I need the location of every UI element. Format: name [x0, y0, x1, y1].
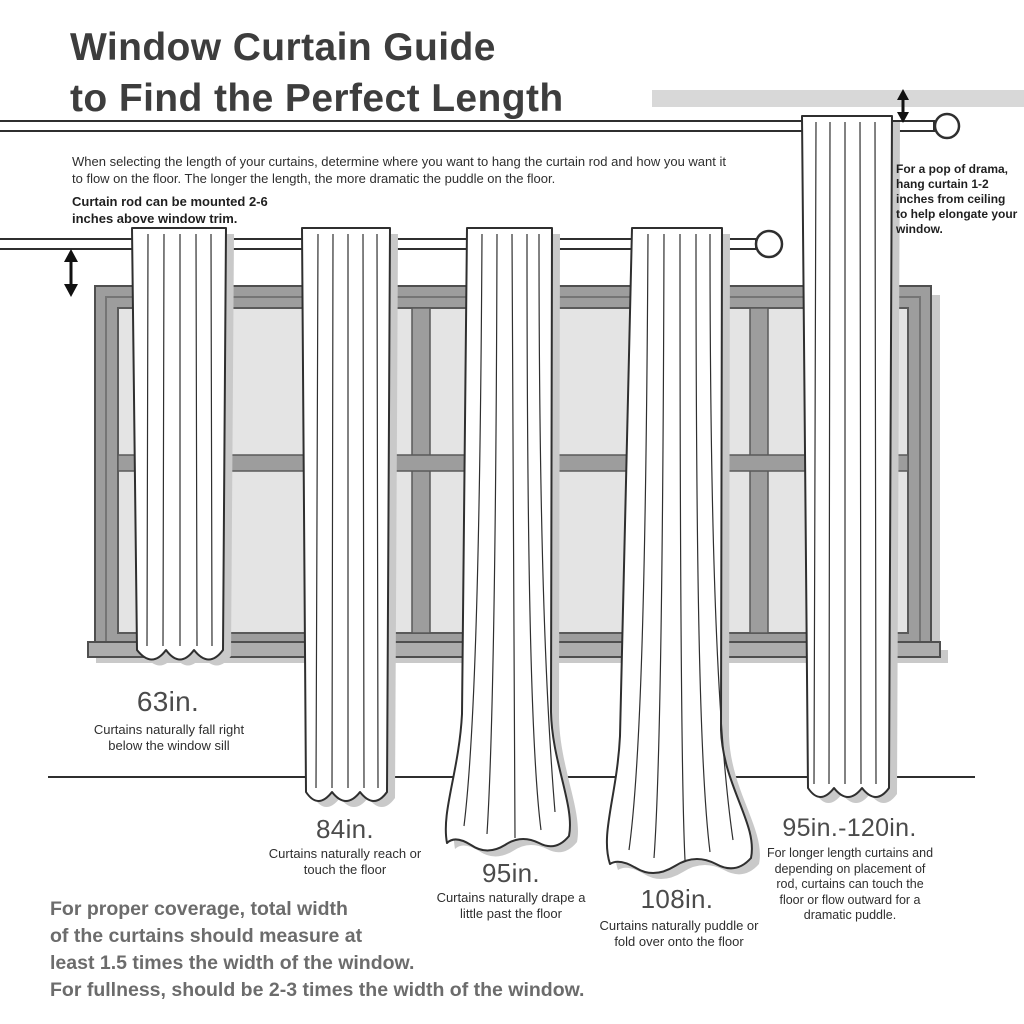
curtain-95in [444, 227, 578, 857]
length-desc-95in: Curtains naturally drape a little past t… [436, 890, 586, 921]
ceiling-gap-arrow-icon [897, 89, 909, 123]
length-desc-63in: Curtains naturally fall right below the … [93, 722, 245, 753]
ceiling-bar [652, 90, 1024, 107]
rod-finial [933, 112, 961, 140]
page-title-line2: to Find the Perfect Length [70, 77, 564, 120]
footer-line: of the curtains should measure at [50, 925, 363, 947]
length-desc-84in: Curtains naturally reach or touch the fl… [268, 846, 422, 877]
length-label-108in: 108in. [640, 884, 714, 914]
curtain-fold-lines [315, 233, 379, 789]
footer-line: For fullness, should be 2-3 times the wi… [50, 979, 585, 1001]
page-title-line1: Window Curtain Guide [70, 26, 496, 69]
curtain-fold-lines [813, 121, 877, 785]
rod-height-arrow-icon [64, 249, 78, 297]
curtain-108in [605, 227, 760, 880]
intro-paragraph: When selecting the length of your curtai… [72, 154, 726, 186]
length-desc-95-120in: For longer length curtains and depending… [766, 846, 934, 922]
curtain-95-120in [801, 115, 900, 803]
curtain-63in [131, 227, 234, 666]
page-title: Window Curtain Guide to Find the Perfect… [70, 22, 710, 124]
curtain-fold-lines [628, 233, 734, 861]
ceiling-curtain-rod [0, 112, 961, 140]
width-advice-paragraph: For proper coverage, total width of the … [50, 896, 700, 1004]
length-label-63in: 63in. [136, 686, 200, 717]
length-label-84in: 84in. [316, 814, 374, 844]
curtain-84in [301, 227, 398, 807]
ceiling-drama-note: For a pop of drama, hang curtain 1-2 inc… [896, 162, 1018, 236]
footer-line: For proper coverage, total width [50, 898, 348, 920]
footer-line: least 1.5 times the width of the window. [50, 952, 415, 974]
curtain-fold-lines [146, 233, 213, 647]
length-desc-108in: Curtains naturally puddle or fold over o… [599, 918, 759, 949]
length-label-95in: 95in. [482, 858, 540, 888]
length-label-95-120in: 95in.-120in. [782, 814, 917, 842]
rod-finial [754, 229, 784, 259]
rod-mount-note: Curtain rod can be mounted 2-6 inches ab… [72, 194, 268, 226]
